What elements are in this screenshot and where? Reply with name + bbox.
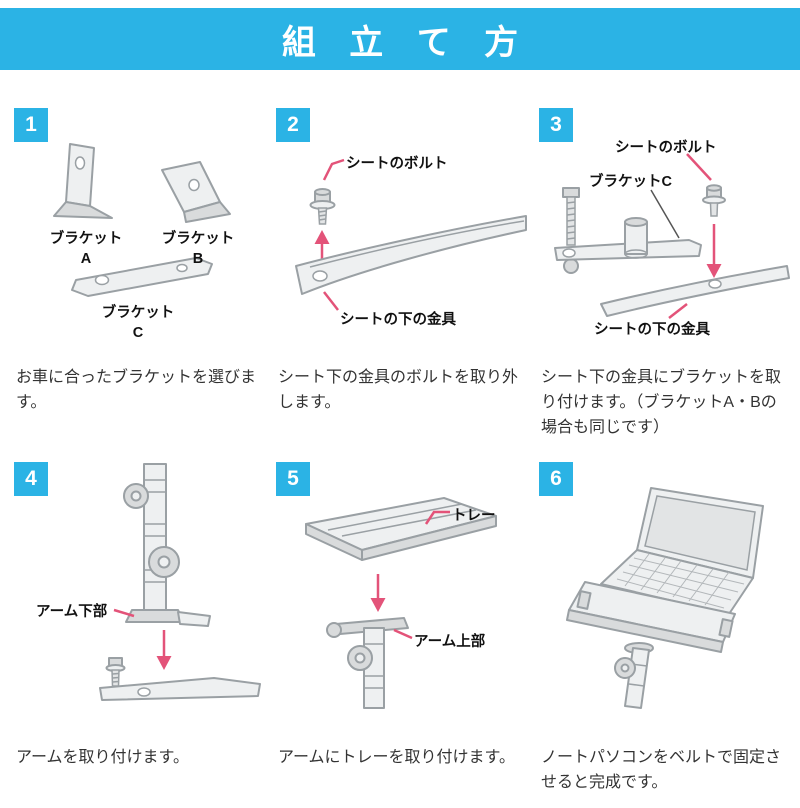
bracket-c-leader-line	[650, 189, 680, 239]
step-4-number-badge: 4	[14, 462, 48, 496]
seat-bolt-label: シートのボルト	[615, 140, 717, 156]
tray-drawing	[566, 581, 736, 653]
tray-leader-line	[424, 510, 450, 525]
step-6: 6 ノート	[539, 462, 791, 808]
arm-attach-drawing	[99, 463, 261, 701]
step-1-illustration: ブラケット A ブラケット B ブラケット C	[14, 108, 266, 360]
step-2-caption: シート下の金具のボルトを取り外します。	[278, 369, 519, 411]
seat-fitting-leader-line	[323, 291, 339, 311]
bracket-b-label-line2: B	[192, 250, 204, 267]
bracket-a-label: ブラケット A	[38, 230, 134, 269]
bracket-c-label-line1: ブラケット	[101, 305, 175, 321]
seat-bolt-drawing	[309, 188, 336, 225]
finished-stand-drawing	[566, 487, 764, 709]
step-2: 2 シートのボルト シートの下の金具 シート下の金具のボ	[276, 108, 528, 454]
bracket-a-label-line2: A	[80, 250, 92, 267]
arm-lower-leader-line	[113, 608, 135, 618]
arrow-down	[156, 630, 172, 670]
laptop-drawing	[600, 487, 764, 615]
arm-pole-drawing	[614, 642, 654, 709]
step-1-number-badge: 1	[14, 108, 48, 142]
step-1-caption: お車に合ったブラケットを選びます。	[16, 369, 257, 411]
bracket-c-label: ブラケットC	[589, 174, 672, 190]
step-1: 1 ブラケット A ブラケット B	[14, 108, 266, 454]
step-5-illustration: トレー アーム上部	[276, 462, 528, 714]
long-screw-drawing	[562, 187, 580, 274]
page-title: 組 立 て 方	[281, 23, 531, 62]
step-2-number-badge: 2	[276, 108, 310, 142]
bracket-b-label-line1: ブラケット	[161, 231, 235, 247]
seat-rail-drawing	[295, 215, 527, 295]
brackets-drawing	[53, 143, 231, 297]
step-3-illustration: シートのボルト ブラケットC シートの下の金具	[539, 108, 791, 360]
step-4: 4	[14, 462, 266, 808]
arm-upper-drawing	[326, 617, 409, 709]
arm-pole-drawing	[123, 463, 211, 627]
arm-upper-leader-line	[393, 628, 413, 640]
arrow-down	[706, 224, 722, 278]
tray-label: トレー	[452, 508, 496, 524]
seat-bolt-leader-line	[322, 158, 345, 181]
bracket-c-drawing	[71, 257, 213, 297]
seat-fitting-label: シートの下の金具	[340, 312, 456, 328]
bolt-removal-drawing	[295, 158, 527, 311]
tray-attach-drawing	[305, 497, 497, 709]
step-6-number-badge: 6	[539, 462, 573, 496]
bracket-attach-drawing	[554, 153, 790, 319]
bracket-b-drawing	[161, 161, 231, 223]
seat-rail-drawing	[600, 265, 790, 317]
arm-upper-label: アーム上部	[414, 634, 486, 650]
bracket-c-label-line2: C	[132, 324, 144, 341]
step-5-caption: アームにトレーを取り付けます。	[278, 749, 515, 766]
step-6-illustration	[539, 462, 791, 714]
seat-bolt-drawing	[702, 184, 726, 217]
rail-assembly-drawing	[99, 657, 261, 701]
step-5-number-badge: 5	[276, 462, 310, 496]
step-6-caption: ノートパソコンをベルトで固定させると完成です。	[541, 749, 782, 791]
arm-lower-label: アーム下部	[36, 604, 108, 620]
bracket-a-drawing	[53, 143, 113, 219]
bracket-a-label-line1: ブラケット	[49, 231, 123, 247]
spacer-nut-drawing	[624, 217, 648, 259]
step-2-illustration: シートのボルト シートの下の金具	[276, 108, 528, 360]
step-5: 5 トレー	[276, 462, 528, 808]
step-4-illustration: アーム下部	[14, 462, 266, 714]
step-3-number-badge: 3	[539, 108, 573, 142]
seat-fitting-label: シートの下の金具	[594, 322, 710, 338]
seat-bolt-label: シートのボルト	[346, 156, 448, 172]
seat-fitting-leader-line	[668, 303, 688, 319]
title-banner: 組 立 て 方	[0, 8, 800, 70]
seat-bolt-leader-line	[686, 153, 712, 181]
step-3: 3	[539, 108, 791, 454]
step-3-caption: シート下の金具にブラケットを取り付けます。（ブラケットA・Bの場合も同じです）	[541, 369, 782, 436]
step-4-caption: アームを取り付けます。	[16, 749, 189, 766]
arrow-down	[370, 574, 386, 612]
bracket-c-label: ブラケット C	[90, 304, 186, 343]
bracket-b-label: ブラケット B	[150, 230, 246, 269]
